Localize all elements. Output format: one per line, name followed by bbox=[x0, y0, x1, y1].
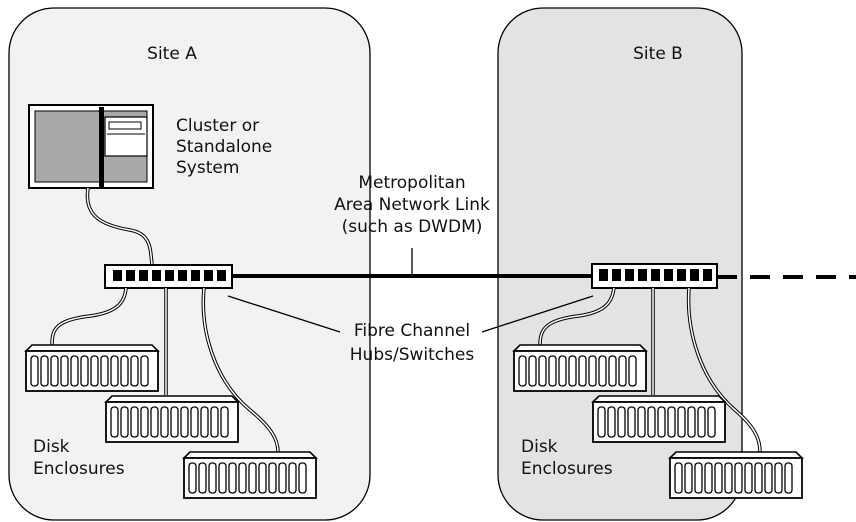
link-label-line1: Metropolitan bbox=[358, 173, 465, 193]
site-a-disk-label-line2: Enclosures bbox=[33, 459, 125, 479]
site-b-disk-label-line1: Disk bbox=[521, 437, 558, 457]
site-a-disk-label-line1: Disk bbox=[33, 437, 70, 457]
disk-enclosure-icon bbox=[182, 451, 318, 499]
site-b-title: Site B bbox=[633, 44, 683, 64]
disk-enclosure-icon bbox=[668, 451, 804, 499]
disk-enclosure-icon bbox=[512, 344, 648, 392]
link-label-line3: (such as DWDM) bbox=[342, 217, 483, 237]
link-label-line2: Area Network Link bbox=[334, 195, 490, 215]
fibre-channel-switch-icon bbox=[104, 264, 233, 289]
system-label-line2: Standalone bbox=[176, 137, 272, 157]
disk-enclosure-icon bbox=[591, 395, 727, 443]
disk-enclosure-icon bbox=[104, 395, 240, 443]
switch-label-line2: Hubs/Switches bbox=[350, 345, 475, 365]
site-a-disk-cables bbox=[50, 287, 280, 453]
switch-pointer-b bbox=[481, 295, 594, 333]
switch-label-line1: Fibre Channel bbox=[354, 321, 470, 341]
server-computer-icon bbox=[28, 104, 154, 189]
system-label-line3: System bbox=[176, 158, 239, 178]
disk-enclosure-icon bbox=[24, 344, 160, 392]
switch-pointer-a bbox=[227, 295, 341, 333]
site-a-title: Site A bbox=[147, 44, 197, 64]
site-b-disk-cables bbox=[538, 287, 762, 453]
site-b-disk-label-line2: Enclosures bbox=[521, 459, 613, 479]
fibre-channel-switch-icon bbox=[591, 263, 718, 289]
system-label-line1: Cluster or bbox=[176, 116, 259, 136]
